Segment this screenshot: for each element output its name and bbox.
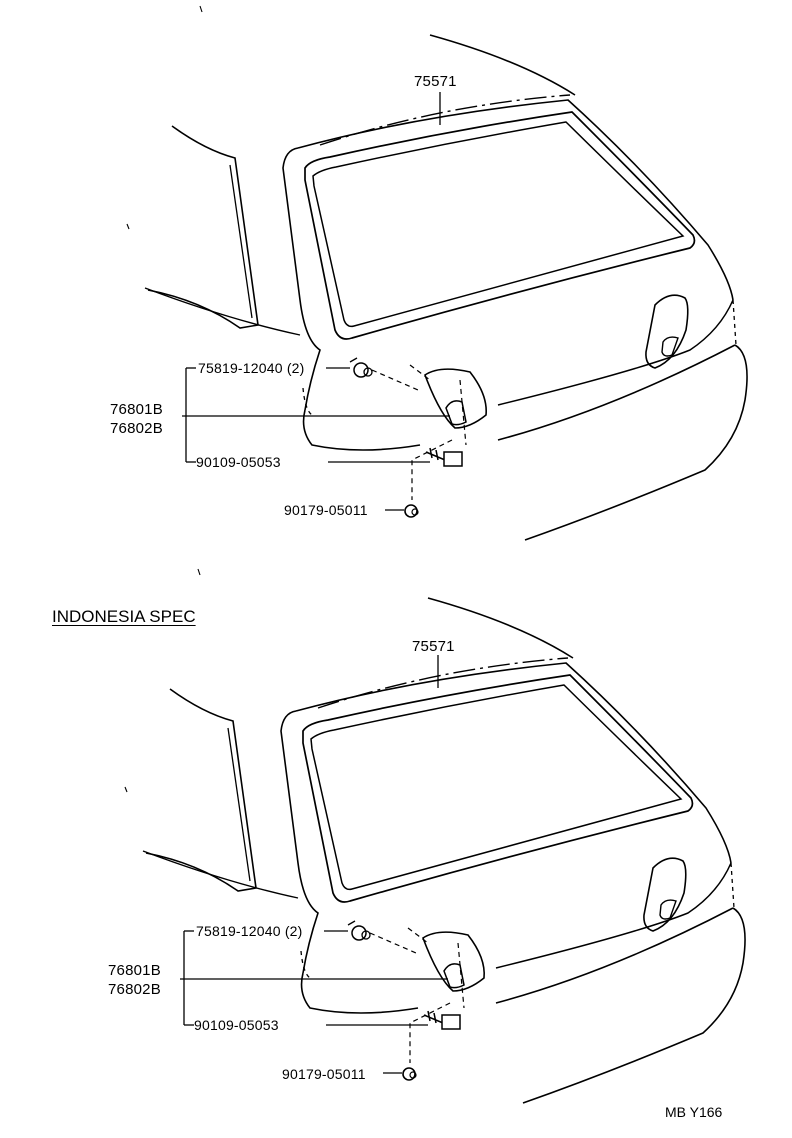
label-clip-top: 75819-12040 (2) — [198, 360, 305, 376]
label-nut-bottom: 90179-05011 — [282, 1066, 366, 1082]
diagram-reference-code: MB Y166 — [665, 1104, 723, 1120]
section-title-indonesia-spec: INDONESIA SPEC — [52, 607, 196, 626]
label-emblem-rh-bottom: 76801B — [108, 962, 161, 979]
label-clip-bottom: 75819-12040 (2) — [196, 923, 303, 939]
label-emblem-lh-bottom: 76802B — [108, 981, 161, 998]
label-screw-top: 90109-05053 — [196, 454, 281, 470]
label-emblem-lh-top: 76802B — [110, 420, 163, 437]
label-emblem-rh-top: 76801B — [110, 401, 163, 418]
label-screw-bottom: 90109-05053 — [194, 1017, 279, 1033]
label-glass-molding-bottom: 75571 — [412, 638, 455, 655]
label-glass-molding-top: 75571 — [414, 73, 457, 90]
label-nut-top: 90179-05011 — [284, 502, 368, 518]
